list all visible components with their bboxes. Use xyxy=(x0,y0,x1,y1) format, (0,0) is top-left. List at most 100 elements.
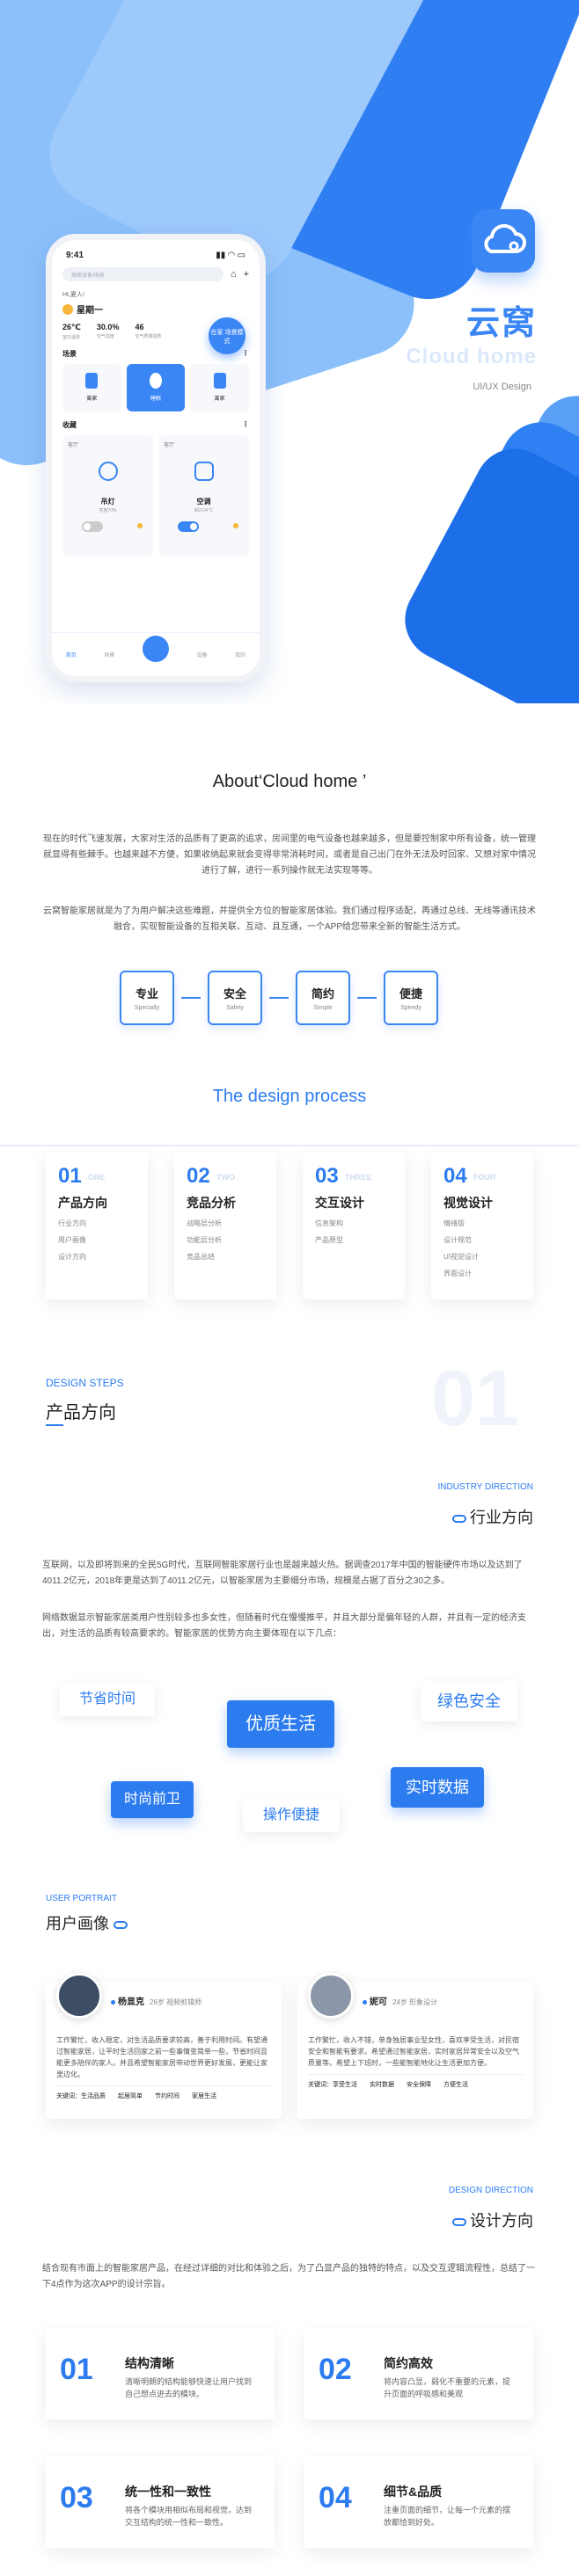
tab-bar: 首页 场景 设备 我的 xyxy=(52,632,260,676)
hero-blob xyxy=(391,434,579,703)
avatar xyxy=(56,1973,102,2019)
hero-subtitle: Cloud home xyxy=(406,345,537,368)
persona-keywords: 关键词：享受生活实时数据安全保障方便生活 xyxy=(308,2074,523,2089)
about-title: About‘Cloud home ’ xyxy=(212,772,367,791)
hero-section: 9:41 ▮▮ ◠ ▭ 搜索设备/场景 ⌂ + HI,夏人! 星期一 在家 场景… xyxy=(0,0,579,703)
phone-mockup: 9:41 ▮▮ ◠ ▭ 搜索设备/场景 ⌂ + HI,夏人! 星期一 在家 场景… xyxy=(46,234,266,682)
room-label: 客厅 xyxy=(164,443,175,448)
weather-day: 星期一 xyxy=(62,302,249,316)
persona-desc: 工作繁忙，收入稳定，对生活品质要求较高，善于利用时间。有望通过智能家居，让平时生… xyxy=(56,2036,268,2078)
phone-time: 9:41 xyxy=(66,251,84,260)
device-card[interactable]: 客厅 空调 制冷24℃ xyxy=(158,435,249,557)
avatar xyxy=(308,1973,354,2019)
hero-ux-label: UI/UX Design xyxy=(473,382,531,392)
about-paragraph: 云窝智能家居就是为了为用户解决这些难题，并提供全方位的智能家居体验。我们通过程序… xyxy=(43,906,536,932)
device-status: 制冷24℃ xyxy=(194,508,214,513)
portrait-label: USER PORTRAIT xyxy=(46,1894,117,1903)
process-title: The design process xyxy=(212,1087,367,1106)
more-icon: ⋮ xyxy=(242,420,249,428)
steps-title: 产品方向 xyxy=(46,1403,116,1423)
industry-paragraph: 网络数据显示智能家居类用户性别较多也多女性，但随着时代在慢慢推平，并且大部分是偏… xyxy=(42,1613,526,1639)
cloud-icon xyxy=(452,2217,466,2226)
room-label: 客厅 xyxy=(68,443,79,448)
process-line xyxy=(0,1145,579,1146)
status-dot xyxy=(137,523,143,528)
scene-card[interactable]: 离家 xyxy=(190,364,250,411)
scene-list: 离家 睡眠 离家 xyxy=(62,364,250,411)
advantage-pill: 节省时间 xyxy=(60,1683,155,1716)
search-input[interactable]: 搜索设备/场景 xyxy=(62,267,224,281)
industry-label: INDUSTRY DIRECTION xyxy=(437,1482,533,1492)
persona-keywords: 关键词：生活品质起居简单节约时间家居生活 xyxy=(56,2085,271,2100)
phone-status-bar: 9:41 ▮▮ ◠ ▭ xyxy=(52,240,260,260)
app-logo-icon xyxy=(472,209,535,273)
device-toggle[interactable] xyxy=(178,521,199,532)
home-mode-button[interactable]: 在家 场景模式 xyxy=(209,317,246,354)
tag-divider xyxy=(269,997,289,999)
scene-header: 场景⋮ xyxy=(62,349,249,358)
cloud-icon xyxy=(114,1920,128,1929)
home-icon[interactable]: ⌂ xyxy=(230,269,237,280)
portrait-title: 用户画像 xyxy=(46,1911,131,1934)
day-label: 星期一 xyxy=(77,306,103,316)
persona-desc: 工作繁忙，收入不错，单身独居事业型女性，喜欢享受生活，对民宿安全和智能有要求。希… xyxy=(308,2036,519,2067)
scene-card[interactable]: 睡眠 xyxy=(126,364,186,411)
about-paragraph: 现在的时代飞速发展，大家对生活的品质有了更高的追求，房间里的电气设备也越来越多，… xyxy=(43,834,536,876)
tag-divider xyxy=(181,997,201,999)
sun-icon xyxy=(62,303,73,315)
signal-icon: ▮▮ ◠ ▭ xyxy=(216,251,246,260)
direction-title: 设计方向 xyxy=(352,2209,533,2231)
advantage-pill: 时尚前卫 xyxy=(111,1781,194,1818)
stat-humidity: 30.0%空气湿度 xyxy=(96,323,120,339)
step-number-ghost: 01 xyxy=(431,1355,520,1443)
add-icon[interactable]: + xyxy=(243,269,249,280)
direction-label: DESIGN DIRECTION xyxy=(448,2186,533,2195)
device-name: 空调 xyxy=(196,498,211,506)
advantage-pill: 操作便捷 xyxy=(243,1799,340,1832)
advantage-pill: 绿色安全 xyxy=(421,1681,517,1721)
steps-underline xyxy=(46,1424,63,1426)
greeting: HI,夏人! xyxy=(62,292,84,298)
hero-title: 云窝 xyxy=(465,305,537,342)
more-icon: ⋮ xyxy=(242,349,249,357)
mic-button[interactable] xyxy=(142,635,169,662)
tab-scene[interactable]: 场景 xyxy=(104,653,115,659)
device-toggle[interactable] xyxy=(82,521,103,532)
status-dot xyxy=(233,523,238,528)
advantage-pill: 实时数据 xyxy=(391,1767,484,1808)
phone-search: 搜索设备/场景 ⌂ + xyxy=(62,267,249,281)
device-status: 亮度70% xyxy=(99,508,117,513)
tab-home[interactable]: 首页 xyxy=(65,653,77,659)
favorites-header: 收藏⋮ xyxy=(62,420,249,429)
lamp-icon xyxy=(98,462,118,481)
device-name: 吊灯 xyxy=(100,498,115,506)
tab-me[interactable]: 我的 xyxy=(235,653,246,659)
scene-card[interactable]: 离家 xyxy=(62,364,121,411)
device-card[interactable]: 客厅 吊灯 亮度70% xyxy=(62,435,153,557)
cloud-icon xyxy=(452,1514,466,1523)
industry-title: 行业方向 xyxy=(352,1505,533,1528)
tab-device[interactable]: 设备 xyxy=(196,653,208,659)
steps-label: DESIGN STEPS xyxy=(46,1377,124,1389)
tag-divider xyxy=(357,997,377,999)
